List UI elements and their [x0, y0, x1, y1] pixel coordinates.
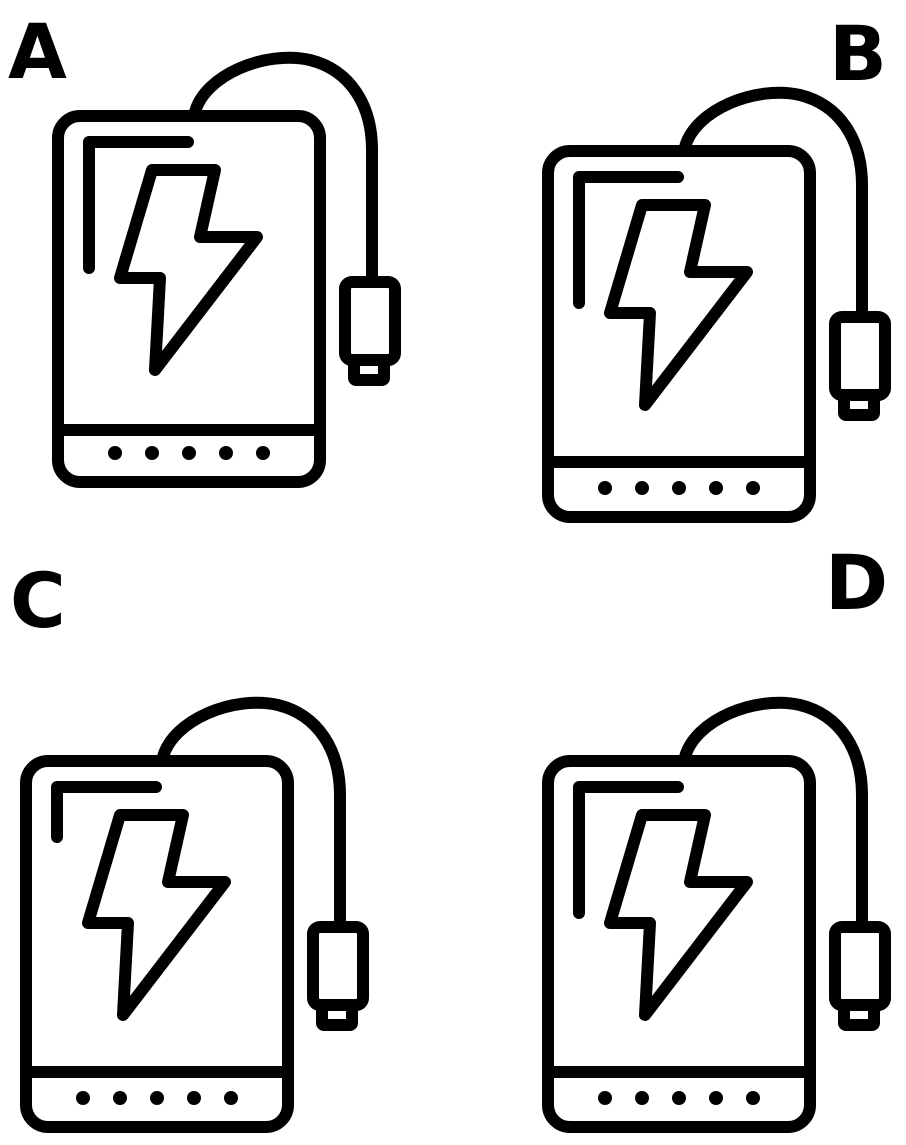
option-label-b: B [829, 9, 887, 98]
cable [679, 86, 868, 321]
plug-tip [316, 999, 358, 1031]
lightning-bolt-icon [114, 164, 263, 376]
cable [189, 51, 378, 286]
plug-body [339, 276, 401, 366]
plug-body [307, 921, 369, 1011]
plug-tip [348, 354, 390, 386]
device-body [542, 755, 816, 1133]
option-label-d: D [825, 538, 889, 627]
option-d-power-bank[interactable] [540, 695, 900, 1145]
power-bank-icon [52, 51, 401, 488]
lightning-bolt-icon [82, 809, 231, 1021]
plug-body [829, 921, 891, 1011]
highlight-line [573, 171, 684, 309]
plug-tip [838, 999, 880, 1031]
plug-tip [838, 389, 880, 421]
plug-body [829, 311, 891, 401]
device-body [20, 755, 294, 1133]
highlight-line [83, 136, 194, 274]
highlight-line [51, 781, 162, 843]
option-a-power-bank[interactable] [50, 50, 410, 500]
option-label-c: C [10, 556, 66, 645]
option-c-power-bank[interactable] [18, 695, 378, 1145]
device-body [542, 145, 816, 523]
option-b-power-bank[interactable] [540, 85, 900, 535]
power-bank-icon [20, 696, 369, 1133]
power-bank-icon [542, 86, 891, 523]
highlight-line [573, 781, 684, 919]
option-label-a: A [8, 7, 67, 96]
cable [679, 696, 868, 931]
lightning-bolt-icon [604, 199, 753, 411]
device-body [52, 110, 326, 488]
cable [157, 696, 346, 931]
power-bank-icon [542, 696, 891, 1133]
lightning-bolt-icon [604, 809, 753, 1021]
